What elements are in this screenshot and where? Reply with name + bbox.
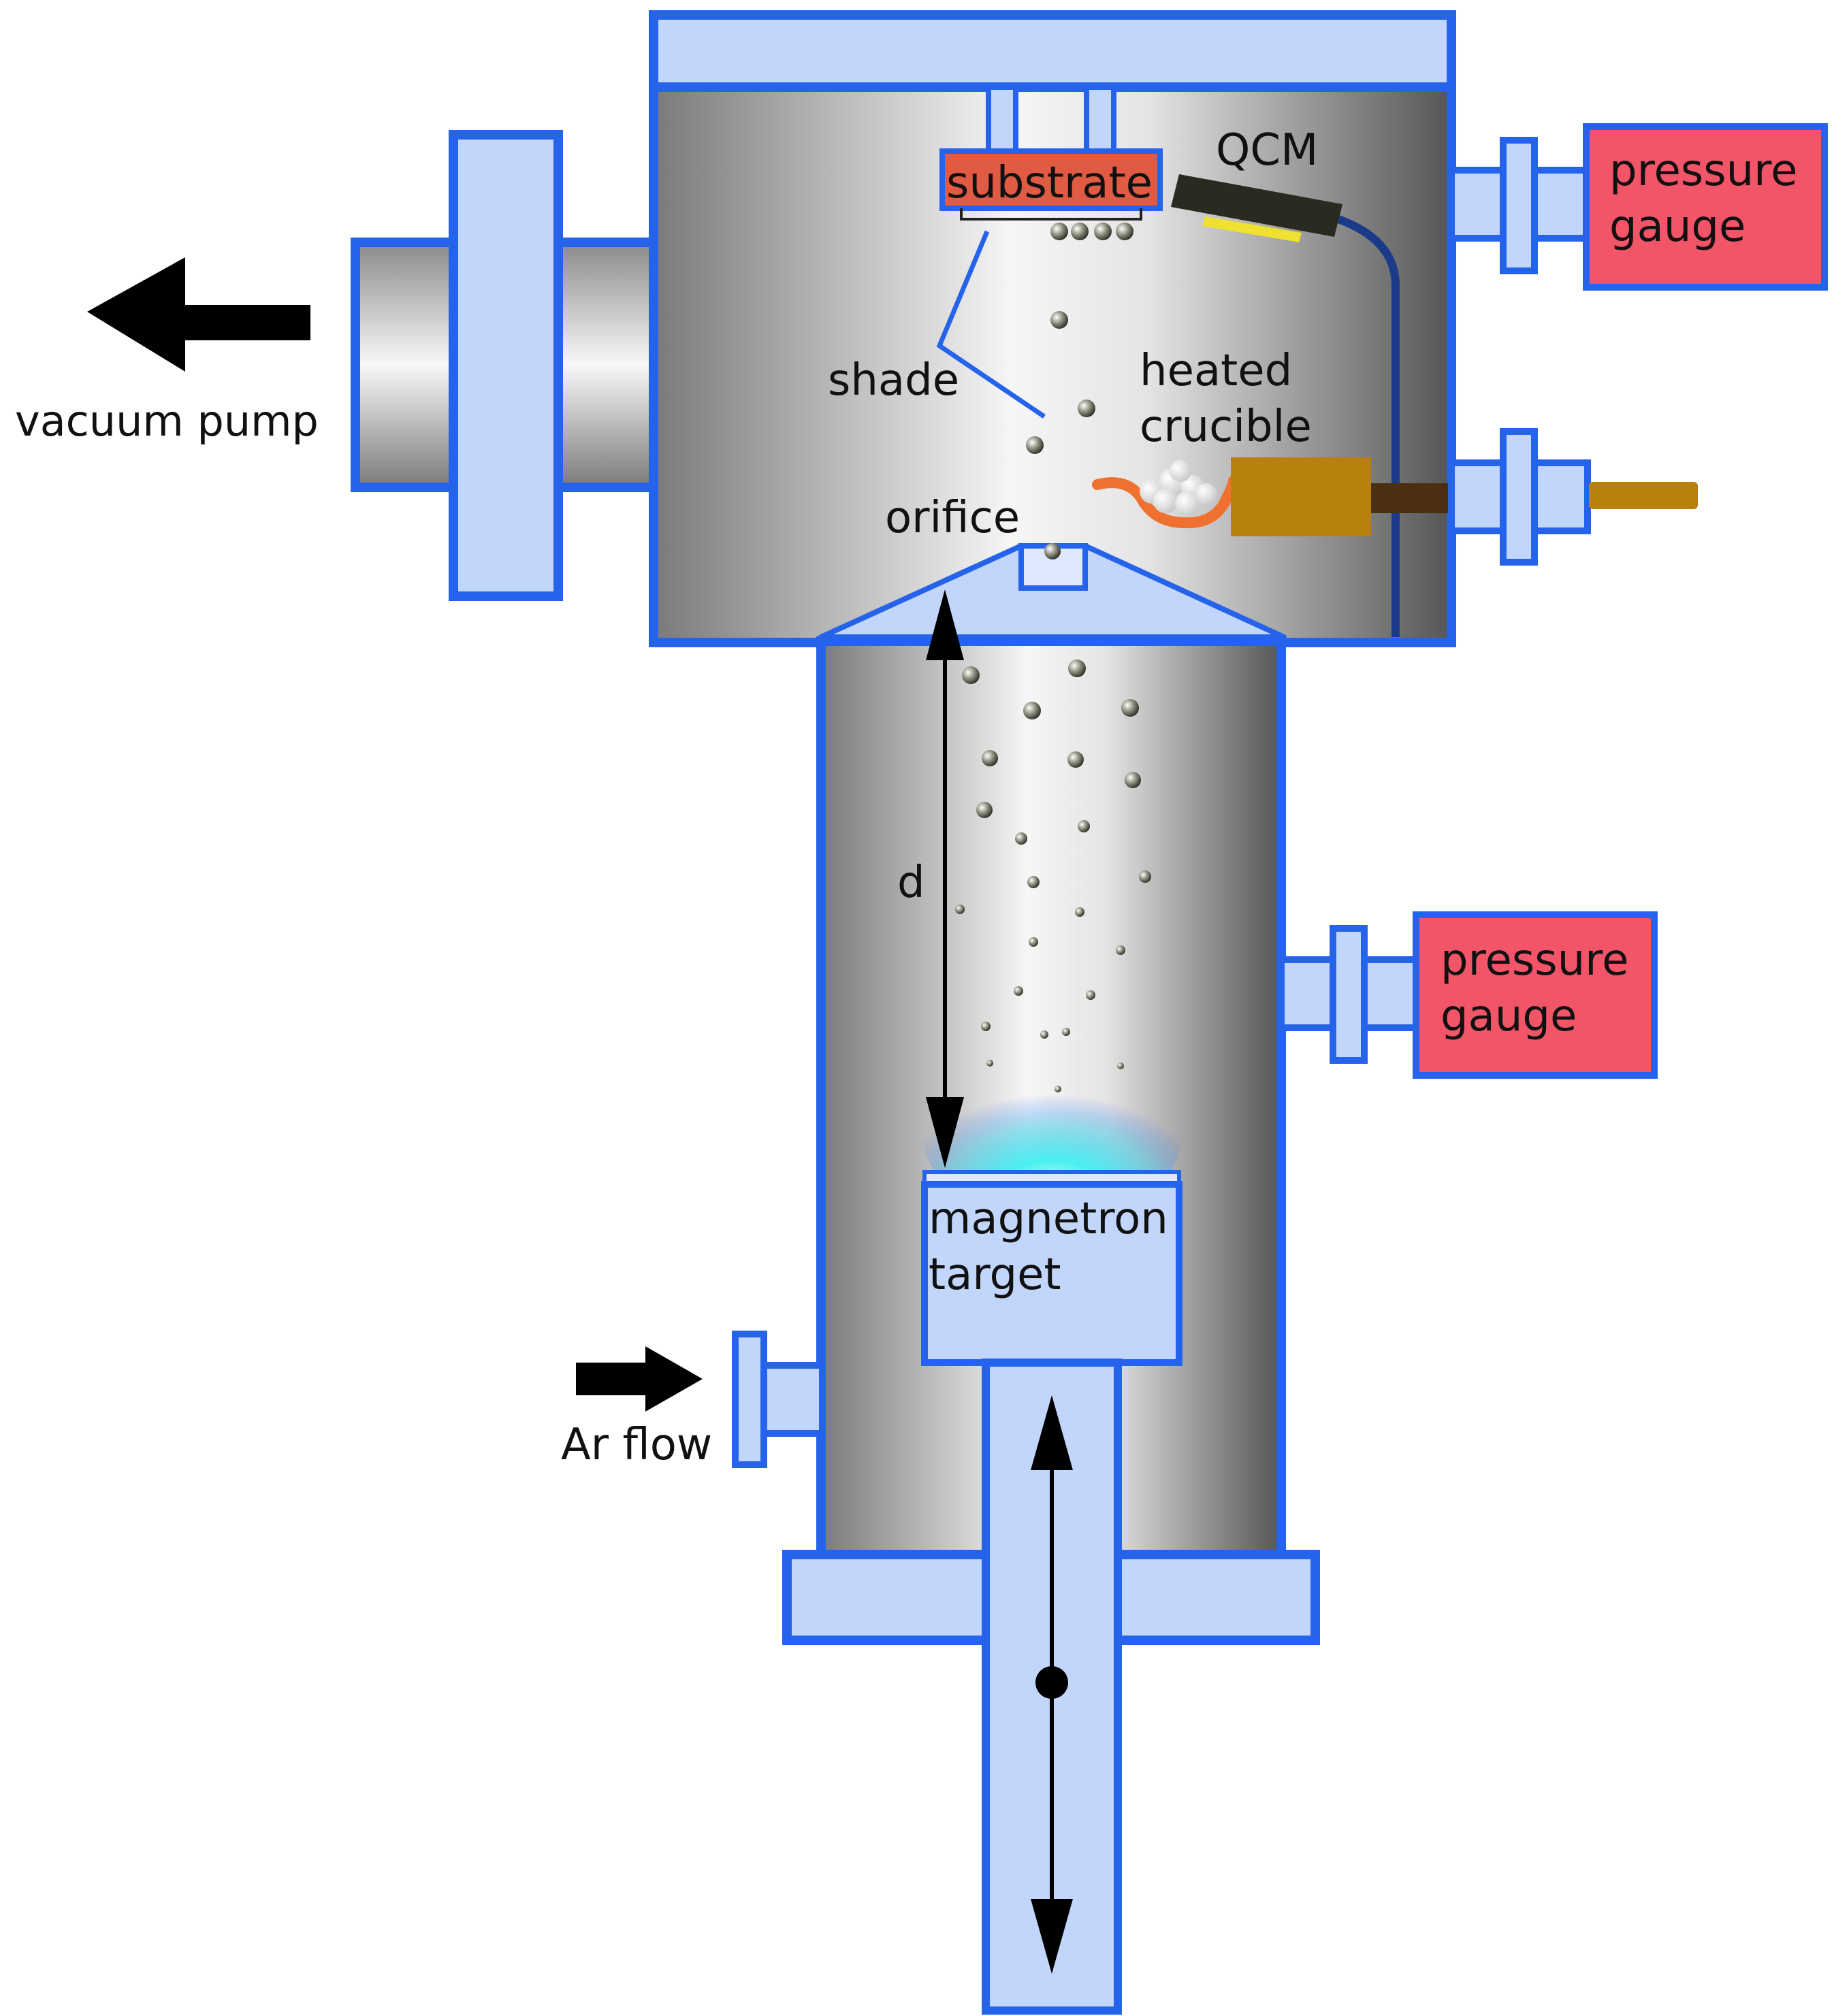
substrate	[939, 148, 1163, 211]
qcm-sensor	[1171, 174, 1400, 637]
magnetron-target: magnetron target	[921, 1170, 1183, 1366]
pressure-gauge-top-label-line2: gauge	[1609, 201, 1745, 252]
ar-inlet-port	[732, 1331, 826, 1468]
ar-flow-arrow-icon	[576, 1346, 703, 1412]
magnetron-label-line2: target	[929, 1250, 1061, 1300]
vacuum-pump-label: vacuum pump	[15, 396, 319, 446]
shade	[936, 230, 1046, 419]
pressure-gauge-mid-label-line2: gauge	[1441, 991, 1577, 1041]
pressure-gauge-mid-label-line1: pressure	[1441, 935, 1628, 986]
gauge-port-top	[1448, 137, 1591, 274]
heated-label: heated	[1140, 346, 1292, 396]
shade-label: shade	[828, 355, 959, 406]
orifice-label: orifice	[885, 493, 1020, 543]
pressure-gauge-top-label-line1: pressure	[1609, 146, 1797, 196]
crucible-feedthrough-port	[1448, 428, 1698, 566]
crucible-label: crucible	[1140, 402, 1312, 452]
gauge-port-mid	[1278, 925, 1421, 1064]
vacuum-pump-arrow-icon	[87, 257, 310, 372]
pump-port	[351, 130, 660, 601]
heated-crucible	[1092, 457, 1451, 536]
translation-arrow	[1031, 1395, 1073, 1974]
ar-flow-label: Ar flow	[561, 1420, 712, 1470]
top-lid-flange	[649, 10, 1456, 92]
distance-label: d	[897, 858, 925, 908]
pressure-gauge-top: pressure gauge	[1583, 123, 1828, 291]
pump-flange	[449, 130, 563, 601]
qcm-label: QCM	[1216, 125, 1318, 176]
substrate-mask	[960, 208, 1142, 221]
pressure-gauge-mid: pressure gauge	[1413, 911, 1658, 1079]
magnetron-label-line1: magnetron	[929, 1194, 1168, 1244]
distance-arrow	[926, 589, 964, 1168]
substrate-label: substrate	[946, 158, 1153, 208]
